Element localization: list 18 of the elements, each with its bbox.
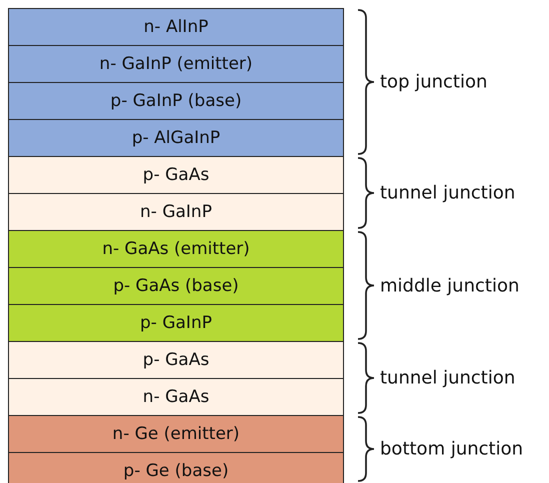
- layer-band: p- GaAs: [8, 341, 344, 379]
- layer-band: n- Ge (emitter): [8, 415, 344, 453]
- junction-label: middle junction: [380, 275, 520, 296]
- layer-band: p- GaAs (base): [8, 267, 344, 305]
- junction-label: top junction: [380, 72, 488, 92]
- layer-band: p- GaInP (base): [8, 82, 344, 120]
- layer-band: n- GaAs: [8, 378, 344, 416]
- layer-band: n- GaInP (emitter): [8, 45, 344, 83]
- layer-band: p- Ge (base): [8, 452, 344, 483]
- layer-band: n- AlInP: [8, 8, 344, 46]
- layer-band: p- GaAs: [8, 156, 344, 194]
- layer-band: n- GaInP: [8, 193, 344, 231]
- layer-band: n- GaAs (emitter): [8, 230, 344, 268]
- junction-label: tunnel junction: [380, 368, 516, 388]
- junction-label: tunnel junction: [380, 182, 516, 204]
- layer-band: p- GaInP: [8, 304, 344, 342]
- layer-band: p- AlGaInP: [8, 119, 344, 157]
- junction-label: bottom junction: [380, 438, 524, 460]
